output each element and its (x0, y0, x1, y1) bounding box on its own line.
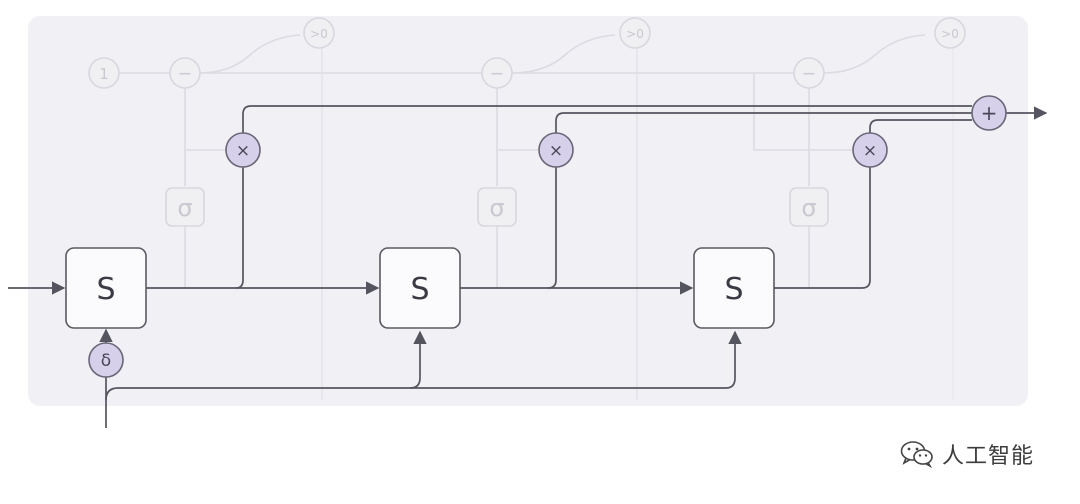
faint-sigma-box: σ (789, 187, 829, 227)
faint-top-node: >0 (934, 17, 966, 49)
wechat-icon (900, 441, 933, 468)
main-connections (8, 105, 1048, 428)
svg-text:>0: >0 (941, 27, 959, 41)
multiply-node: × (538, 132, 574, 168)
svg-text:S: S (96, 272, 115, 307)
sum-node: + (971, 95, 1007, 131)
faint-minus-node: − (793, 57, 825, 89)
watermark: 人工智能 (900, 438, 1034, 470)
svg-text:δ: δ (101, 351, 111, 371)
faint-top-node: >0 (619, 17, 651, 49)
svg-text:σ: σ (801, 194, 816, 222)
multiply-node: × (225, 132, 261, 168)
svg-text:>0: >0 (310, 27, 328, 41)
faint-top-node: >0 (303, 17, 335, 49)
faint-sigma-box: σ (165, 187, 205, 227)
svg-text:−: − (490, 64, 504, 84)
s-block: S (65, 247, 147, 329)
faint-node-one: 1 (88, 57, 120, 89)
svg-text:S: S (410, 272, 429, 307)
faint-minus-node: − (481, 57, 513, 89)
svg-text:σ: σ (177, 194, 192, 222)
faint-sigma-box: σ (477, 187, 517, 227)
svg-text:×: × (236, 141, 250, 161)
s-block: S (693, 247, 775, 329)
multiply-node: × (852, 132, 888, 168)
svg-text:σ: σ (489, 194, 504, 222)
svg-text:S: S (724, 272, 743, 307)
svg-text:−: − (178, 64, 192, 84)
faint-structure (118, 34, 926, 288)
watermark-text: 人工智能 (942, 444, 1035, 469)
s-block: S (379, 247, 461, 329)
svg-text:+: + (981, 101, 998, 125)
svg-text:×: × (549, 141, 563, 161)
svg-text:>0: >0 (626, 27, 644, 41)
faint-minus-node: − (169, 57, 201, 89)
svg-text:−: − (802, 64, 816, 84)
delta-node: δ (88, 342, 124, 378)
svg-text:1: 1 (99, 65, 109, 83)
svg-text:×: × (863, 141, 877, 161)
